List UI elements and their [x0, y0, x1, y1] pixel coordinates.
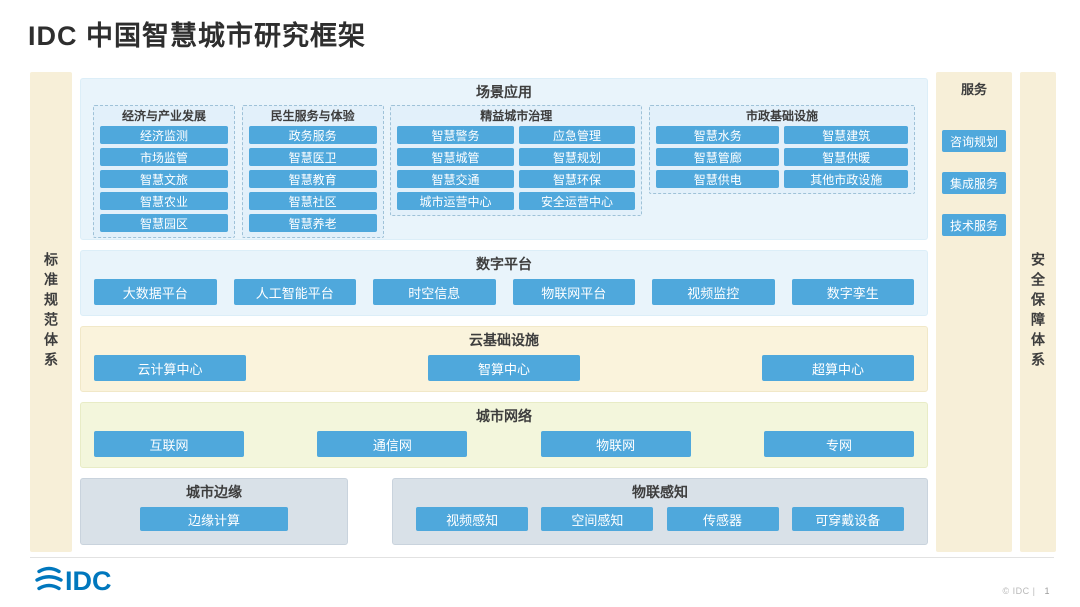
group-economy-items: 经济监测 市场监管 智慧文旅 智慧农业 智慧园区	[100, 126, 228, 232]
item-big-data-platform: 大数据平台	[94, 279, 217, 305]
standards-sidebar-label: 标准规范体系	[43, 252, 59, 372]
idc-logo-arc-top	[37, 566, 61, 574]
group-livelihood-services: 民生服务与体验 政务服务 智慧医卫 智慧教育 智慧社区 智慧养老	[241, 105, 384, 238]
iot-items: 视频感知 空间感知 传感器 可穿戴设备	[393, 500, 927, 531]
services-sidebar: 服务 咨询规划 集成服务 技术服务	[936, 72, 1012, 552]
framework-diagram: 标准规范体系 场景应用 经济与产业发展 经济监测 市场监管 智慧文旅 智慧农业 …	[30, 72, 1056, 552]
item-smart-utility-tunnel: 智慧管廊	[655, 148, 780, 166]
layer-city-network: 城市网络 互联网 通信网 物联网 专网	[80, 402, 928, 468]
scenario-groups: 经济与产业发展 经济监测 市场监管 智慧文旅 智慧农业 智慧园区 民生服务与体验…	[81, 100, 927, 238]
services-sidebar-title: 服务	[960, 82, 987, 97]
layer-scenario-applications: 场景应用 经济与产业发展 经济监测 市场监管 智慧文旅 智慧农业 智慧园区 民生…	[80, 78, 928, 240]
box-iot-title: 物联感知	[632, 484, 688, 500]
item-sensors: 传感器	[666, 507, 779, 531]
item-edge-computing: 边缘计算	[140, 507, 288, 531]
item-video-sensing: 视频感知	[416, 507, 529, 531]
item-smart-education: 智慧教育	[248, 170, 377, 188]
item-internet: 互联网	[94, 431, 244, 457]
group-municipal-infrastructure: 市政基础设施 智慧水务 智慧建筑 智慧管廊 智慧供暖 智慧供电 其他市政设施	[648, 105, 915, 194]
cloud-items: 云计算中心 智算中心 超算中心	[81, 348, 927, 381]
idc-logo: IDC	[33, 562, 125, 603]
item-smart-power: 智慧供电	[655, 170, 780, 188]
idc-logo-text: IDC	[65, 566, 112, 596]
item-smart-environment: 智慧环保	[518, 170, 636, 188]
item-security-operations-center: 安全运营中心	[518, 192, 636, 210]
footer-copyright: © IDC | 1	[1003, 586, 1051, 596]
box-edge-title: 城市边缘	[186, 484, 242, 500]
item-smart-city-management: 智慧城管	[397, 148, 514, 166]
group-economy-title: 经济与产业发展	[121, 109, 206, 123]
box-iot-sensing: 物联感知 视频感知 空间感知 传感器 可穿戴设备	[392, 478, 928, 545]
item-other-municipal-facilities: 其他市政设施	[784, 170, 908, 188]
item-iot-platform: 物联网平台	[512, 279, 635, 305]
page-title: IDC 中国智慧城市研究框架	[28, 21, 366, 51]
item-consulting-planning: 咨询规划	[942, 130, 1006, 152]
group-municipal-title: 市政基础设施	[745, 109, 818, 123]
digital-items: 大数据平台 人工智能平台 时空信息 物联网平台 视频监控 数字孪生	[81, 272, 927, 305]
copyright-text: © IDC |	[1002, 586, 1036, 596]
item-market-supervision: 市场监管	[100, 148, 228, 166]
item-government-services: 政务服务	[248, 126, 377, 144]
item-spatiotemporal-info: 时空信息	[373, 279, 496, 305]
standards-sidebar: 标准规范体系	[30, 72, 72, 552]
item-smart-community: 智慧社区	[248, 192, 377, 210]
item-economic-monitoring: 经济监测	[100, 126, 228, 144]
layer-cloud-infrastructure: 云基础设施 云计算中心 智算中心 超算中心	[80, 326, 928, 392]
group-governance-items: 智慧警务 应急管理 智慧城管 智慧规划 智慧交通 智慧环保 城市运营中心 安全运…	[397, 126, 636, 210]
layer-digital-title: 数字平台	[476, 256, 532, 272]
main-layers: 场景应用 经济与产业发展 经济监测 市场监管 智慧文旅 智慧农业 智慧园区 民生…	[80, 72, 928, 552]
group-livelihood-title: 民生服务与体验	[270, 109, 355, 123]
group-livelihood-items: 政务服务 智慧医卫 智慧教育 智慧社区 智慧养老	[248, 126, 377, 232]
group-municipal-items: 智慧水务 智慧建筑 智慧管廊 智慧供暖 智慧供电 其他市政设施	[655, 126, 908, 188]
item-cloud-computing-center: 云计算中心	[94, 355, 246, 381]
item-smart-transportation: 智慧交通	[397, 170, 514, 188]
item-technical-services: 技术服务	[942, 214, 1006, 236]
page-number: 1	[1044, 586, 1050, 596]
network-items: 互联网 通信网 物联网 专网	[81, 424, 927, 457]
item-smart-planning: 智慧规划	[518, 148, 636, 166]
item-telecom-network: 通信网	[317, 431, 468, 457]
idc-logo-arc-bottom	[37, 583, 61, 591]
item-smart-elderly-care: 智慧养老	[248, 214, 377, 232]
group-economy-industry: 经济与产业发展 经济监测 市场监管 智慧文旅 智慧农业 智慧园区	[93, 105, 235, 238]
layer-cloud-title: 云基础设施	[469, 332, 539, 348]
layer-scenario-title: 场景应用	[476, 84, 532, 100]
item-emergency-management: 应急管理	[518, 126, 636, 144]
item-smart-heating: 智慧供暖	[784, 148, 908, 166]
layer-digital-platform: 数字平台 大数据平台 人工智能平台 时空信息 物联网平台 视频监控 数字孪生	[80, 250, 928, 316]
item-ai-platform: 人工智能平台	[233, 279, 356, 305]
group-governance-title: 精益城市治理	[480, 109, 553, 123]
bottom-row: 城市边缘 边缘计算 物联感知 视频感知 空间感知 传感器 可穿戴设备	[80, 478, 928, 545]
item-private-network: 专网	[763, 431, 914, 457]
item-spatial-sensing: 空间感知	[541, 507, 654, 531]
box-city-edge: 城市边缘 边缘计算	[80, 478, 348, 545]
item-wearable-devices: 可穿戴设备	[791, 507, 904, 531]
item-video-surveillance: 视频监控	[652, 279, 775, 305]
item-digital-twin: 数字孪生	[791, 279, 914, 305]
item-smart-water: 智慧水务	[655, 126, 780, 144]
layer-network-title: 城市网络	[476, 408, 532, 424]
item-iot-network: 物联网	[540, 431, 691, 457]
item-city-operations-center: 城市运营中心	[397, 192, 514, 210]
footer-divider	[30, 557, 1054, 558]
item-smart-park: 智慧园区	[100, 214, 228, 232]
item-smart-healthcare: 智慧医卫	[248, 148, 377, 166]
item-smart-building: 智慧建筑	[784, 126, 908, 144]
item-supercomputing-center: 超算中心	[762, 355, 914, 381]
idc-logo-arc-middle	[35, 575, 63, 582]
security-sidebar: 安全保障体系	[1020, 72, 1056, 552]
item-smart-policing: 智慧警务	[397, 126, 514, 144]
security-sidebar-label: 安全保障体系	[1030, 252, 1046, 372]
item-smart-culture-tourism: 智慧文旅	[100, 170, 228, 188]
item-integration-services: 集成服务	[942, 172, 1006, 194]
group-lean-city-governance: 精益城市治理 智慧警务 应急管理 智慧城管 智慧规划 智慧交通 智慧环保 城市运…	[390, 105, 643, 216]
item-intelligent-computing-center: 智算中心	[428, 355, 580, 381]
item-smart-agriculture: 智慧农业	[100, 192, 228, 210]
